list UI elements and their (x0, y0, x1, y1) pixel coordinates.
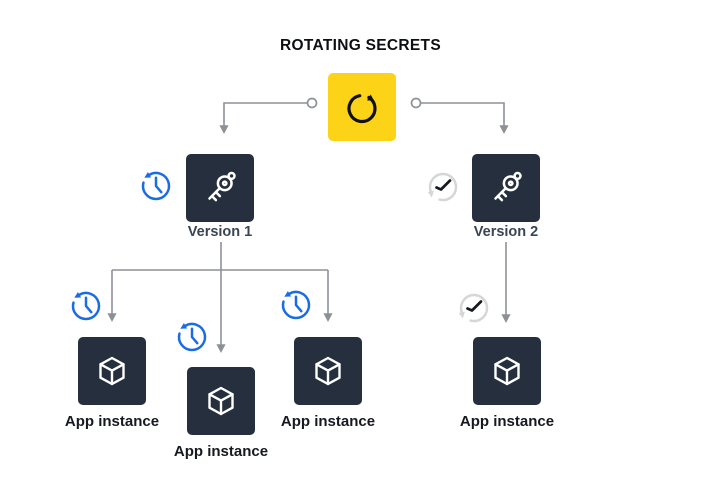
blue-history-clock-icon (281, 290, 311, 320)
app-instance-label-2: App instance (173, 443, 269, 460)
app-instance-node-1 (78, 337, 146, 405)
app-instance-node-4 (473, 337, 541, 405)
cube-icon (315, 356, 341, 386)
rotation-node (328, 73, 396, 141)
diagram-title: ROTATING SECRETS (280, 37, 441, 54)
version1-node (186, 154, 254, 222)
app-instance-node-2 (187, 367, 255, 435)
blue-history-clock-icon (141, 171, 171, 201)
version2-label: Version 2 (473, 224, 539, 240)
app-instance-label-3: App instance (280, 413, 376, 430)
version2-node (472, 154, 540, 222)
cube-icon (494, 356, 520, 386)
gray-updated-clock-icon (427, 172, 458, 202)
rotate-clockwise-icon (347, 94, 377, 124)
cube-icon (208, 386, 234, 416)
app-instance-label-1: App instance (64, 413, 160, 430)
blue-history-clock-icon (177, 322, 207, 352)
gray-updated-clock-icon (458, 293, 489, 323)
version1-label: Version 1 (187, 224, 253, 240)
app-instance-node-3 (294, 337, 362, 405)
secret-key-icon (208, 171, 236, 202)
blue-history-clock-icon (71, 291, 101, 321)
secret-key-icon (494, 171, 522, 202)
app-instance-label-4: App instance (459, 413, 555, 430)
cube-icon (99, 356, 125, 386)
